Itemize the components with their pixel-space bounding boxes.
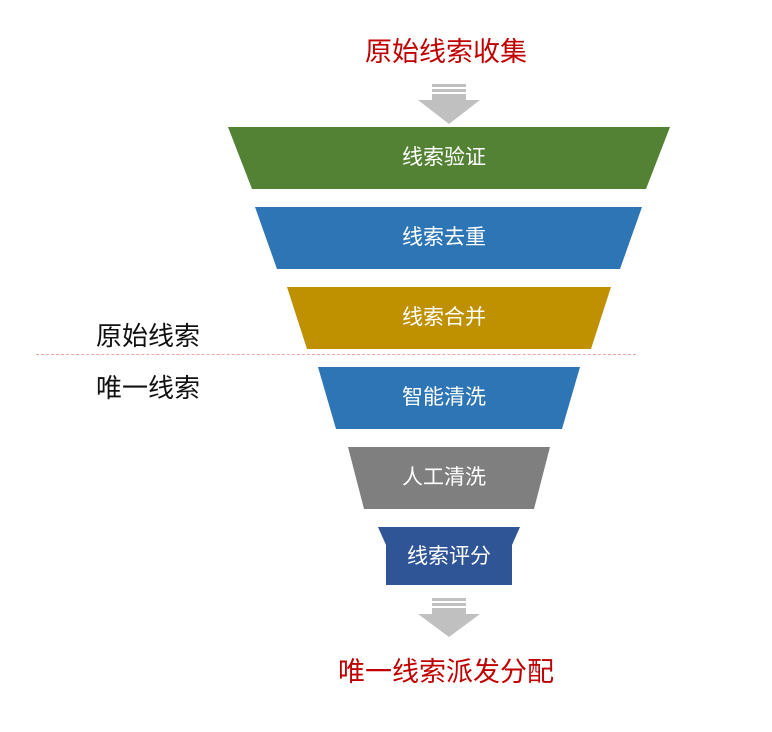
funnel-step-6-label: 线索评分 [407, 544, 491, 568]
funnel-step-6 [378, 527, 520, 585]
raw-leads-label: 原始线索 [96, 322, 201, 352]
funnel-step-5 [348, 447, 550, 509]
bottom-title: 唯一线索派发分配 [338, 657, 554, 688]
funnel-step-3-label: 线索合并 [402, 305, 486, 329]
funnel-step-2-label: 线索去重 [402, 225, 486, 249]
funnel-step-4-label: 智能清洗 [402, 385, 486, 409]
funnel-step-3 [287, 287, 611, 349]
down-arrow-bottom-icon [418, 598, 480, 637]
down-arrow-top-icon [418, 84, 480, 124]
dashed-divider [36, 354, 636, 355]
funnel-step-2 [255, 207, 642, 269]
unique-leads-label: 唯一线索 [96, 374, 201, 404]
top-title: 原始线索收集 [365, 37, 527, 68]
funnel-step-5-label: 人工清洗 [402, 465, 486, 489]
funnel-step-1-label: 线索验证 [402, 145, 486, 169]
funnel-step-1 [228, 127, 670, 189]
funnel-step-4 [318, 367, 580, 429]
